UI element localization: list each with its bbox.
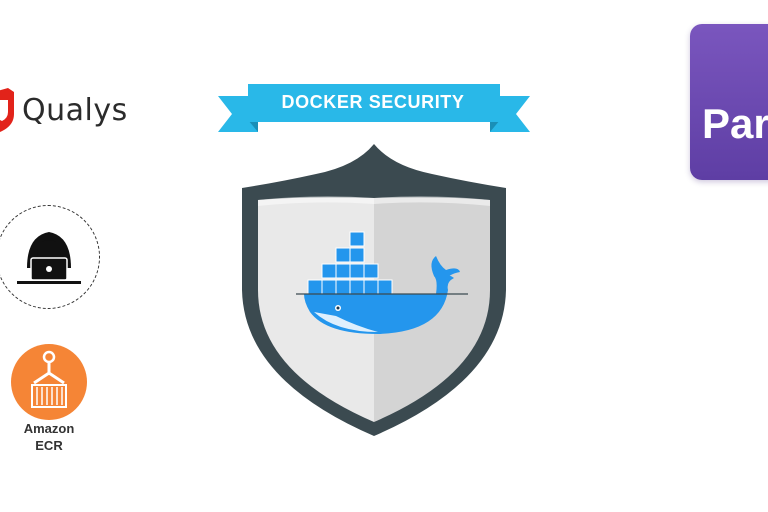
parasoft-logo-card: Par [690,24,768,180]
qualys-shield-icon [0,88,14,132]
qualys-wordmark: Qualys [22,92,128,128]
ecr-label: Amazon ECR [0,420,98,454]
docker-security-banner [218,84,530,132]
banner-title: DOCKER SECURITY [281,92,465,112]
ecr-icon [11,344,87,420]
qualys-logo: Qualys [0,78,144,142]
ecr-label-line1: Amazon [23,421,75,436]
docker-whale-icon [296,231,468,334]
ecr-label-line2: ECR [35,438,63,453]
shield-icon [242,144,506,436]
hacker-icon [17,232,81,284]
hacker-badge [0,205,100,309]
purple-card-text: Par [702,100,768,147]
